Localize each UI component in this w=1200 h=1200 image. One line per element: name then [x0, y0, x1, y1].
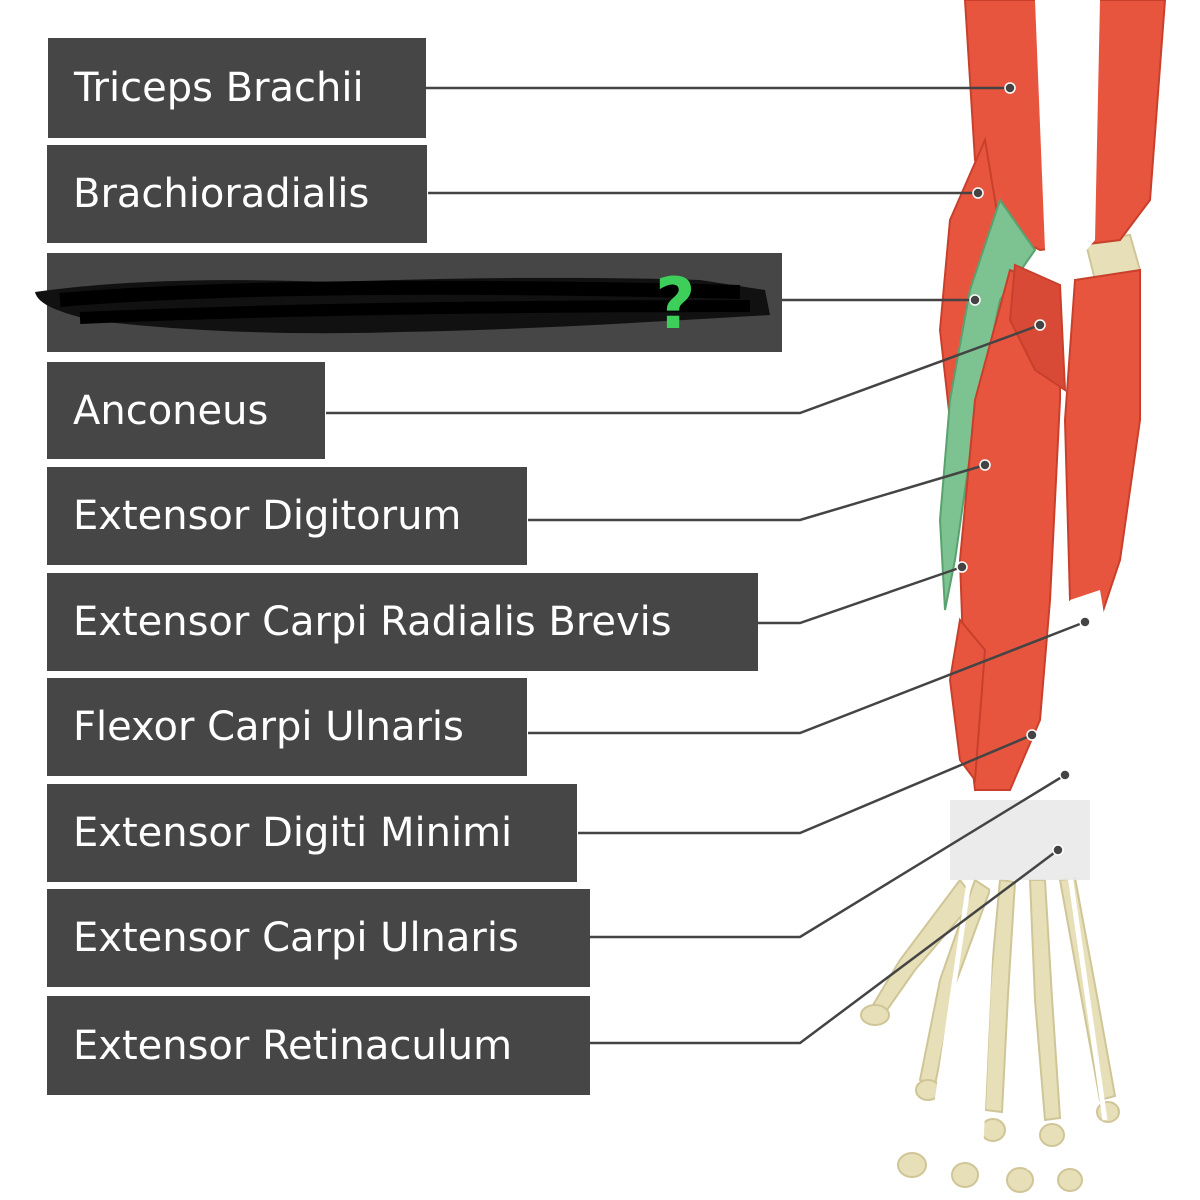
label-extensor-digitorum: Extensor Digitorum — [47, 467, 527, 565]
question-mark: ? — [655, 263, 696, 345]
label-text: Extensor Digiti Minimi — [73, 810, 513, 856]
radial-lower-muscle — [948, 617, 987, 783]
label-triceps-brachii: Triceps Brachii — [48, 38, 426, 138]
label-extensor-retinaculum: Extensor Retinaculum — [47, 996, 590, 1095]
humerus-tendon — [1035, 0, 1100, 270]
tendons — [927, 839, 1108, 1171]
label-text: Extensor Carpi Radialis Brevis — [73, 599, 672, 645]
label-text: Extensor Retinaculum — [73, 1022, 513, 1069]
label-extensor-carpi-radialis-brevis: Extensor Carpi Radialis Brevis — [47, 573, 758, 671]
label-flexor-carpi-ulnaris: Flexor Carpi Ulnaris — [47, 678, 527, 776]
label-text: Extensor Digitorum — [73, 493, 462, 539]
ulnar-muscles — [1063, 268, 1141, 622]
label-text: Extensor Carpi Ulnaris — [73, 915, 519, 961]
label-extensor-carpi-ulnaris: Extensor Carpi Ulnaris — [47, 889, 590, 987]
label-text: Flexor Carpi Ulnaris — [73, 704, 464, 750]
label-brachioradialis: Brachioradialis — [47, 145, 427, 243]
label-anconeus: Anconeus — [47, 362, 325, 459]
label-text: Anconeus — [73, 387, 269, 434]
retinaculum-band — [950, 800, 1090, 880]
label-extensor-digiti-minimi: Extensor Digiti Minimi — [47, 784, 577, 882]
ulnar-tendon-white — [1070, 590, 1105, 640]
label-text: Triceps Brachii — [74, 65, 364, 111]
label-text: Brachioradialis — [73, 171, 370, 217]
